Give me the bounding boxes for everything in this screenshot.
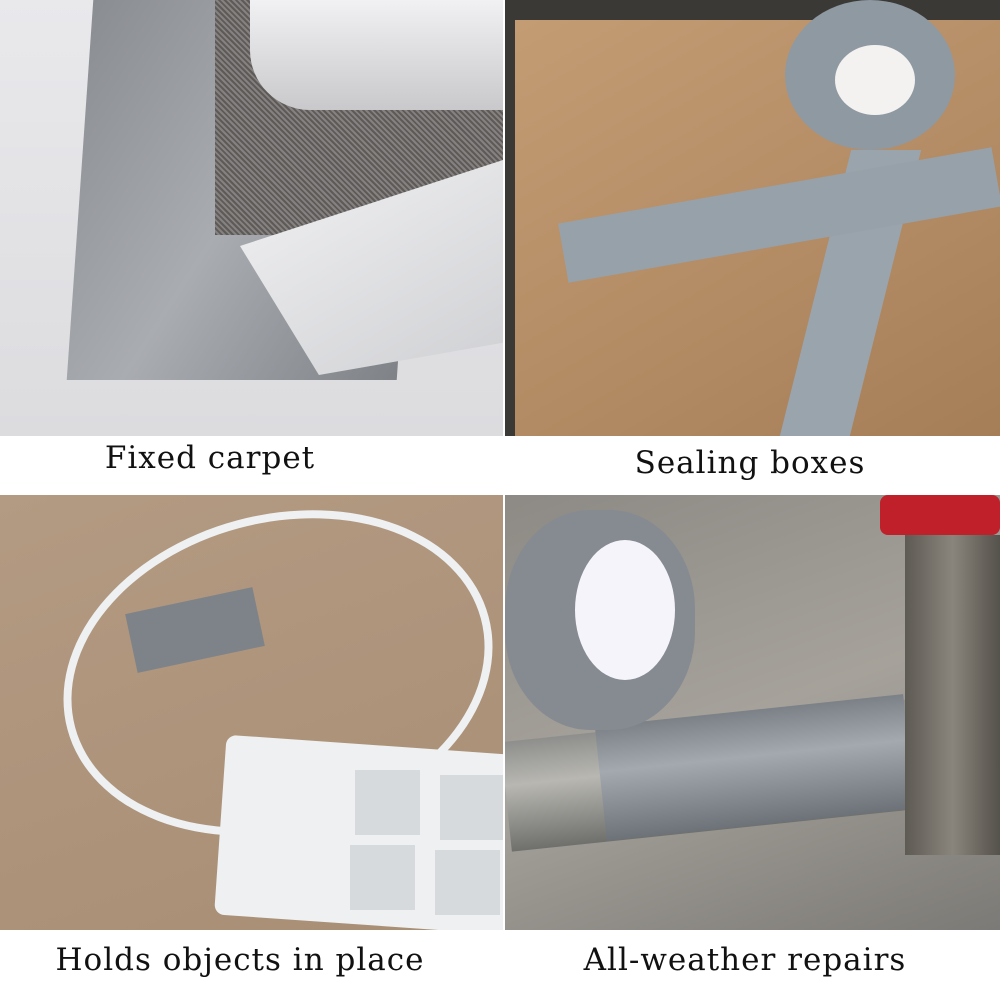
photo-holds-objects [0,495,503,930]
tape-roll [250,0,503,110]
outlet [350,845,415,910]
caption-holds-objects: Holds objects in place [55,942,425,978]
tape-roll-core [835,45,915,115]
tape-roll-core [575,540,675,680]
outlet [440,775,503,840]
outlet [355,770,420,835]
caption-fixed-carpet: Fixed carpet [104,440,316,476]
photo-sealing-boxes [505,0,1000,436]
caption-all-weather-repairs: All-weather repairs [583,942,907,978]
caption-sealing-boxes: Sealing boxes [634,445,866,481]
valve-body [905,535,1000,855]
valve-handle [880,495,1000,535]
outlet [435,850,500,915]
photo-all-weather-repairs [505,495,1000,930]
photo-fixed-carpet [0,0,503,436]
